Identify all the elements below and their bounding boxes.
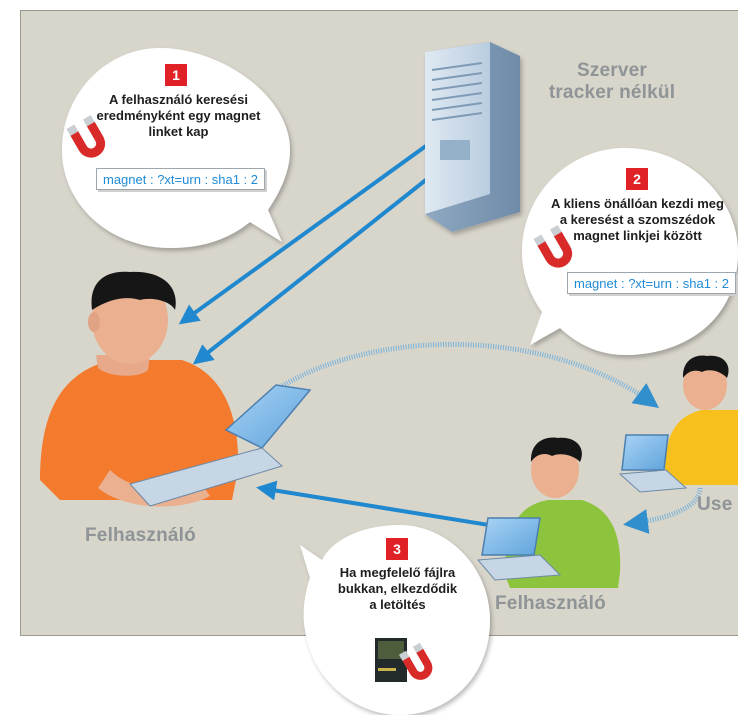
magnet-link-box-2: magnet : ?xt=urn : sha1 : 2 [567,272,737,294]
middle-user-figure [476,437,621,588]
server-arrow-1 [178,123,457,325]
magnet-link-box-1: magnet : ?xt=urn : sha1 : 2 [96,168,266,190]
magnet-icon [399,642,433,680]
download-arrow [256,480,521,532]
peer-path-top [260,341,660,408]
callout-1-line: A felhasználó keresési [109,92,248,107]
callout-bubble-2 [522,148,738,355]
server-label-line2: tracker nélkül [548,82,676,103]
server-label: Szerver tracker nélkül [548,60,676,104]
server-arrow-2 [192,143,472,365]
callout-1-line: linket kap [148,124,209,139]
callout-2-line: A kliens önállóan kezdi meg [551,196,724,211]
callout-text-2: A kliens önállóan kezdi meg a keresést a… [550,196,725,244]
step-number-1: 1 [165,64,187,86]
callout-3-line: a letöltés [369,597,426,612]
magnet-icon [533,224,573,268]
callout-3-line: bukkan, elkezdődik [337,581,458,596]
user-label-middle: Felhasználó [495,593,606,614]
callout-2-line: a keresést a szomszédok [559,212,716,227]
callout-2-line: magnet linkjei között [573,228,702,243]
right-user-figure [618,355,738,493]
step-number-2: 2 [626,168,648,190]
callout-text-3: Ha megfelelő fájlra bukkan, elkezdődik a… [330,565,465,613]
callout-text-1: A felhasználó keresési eredményként egy … [86,92,271,140]
server-label-line1: Szerver [576,60,648,81]
peer-path-right [623,487,703,534]
callout-bubble-3 [300,525,490,715]
server-tower-icon [425,42,520,232]
main-user-figure [40,271,312,507]
callout-1-line: eredményként egy magnet [96,108,261,123]
user-label-right: Use [697,494,733,515]
user-label-main: Felhasználó [85,525,196,546]
step-number-3: 3 [386,538,408,560]
magnet-icon [66,114,106,158]
file-cover-icon [375,638,407,682]
callout-bubble-1 [62,48,290,248]
callout-3-line: Ha megfelelő fájlra [339,565,456,580]
